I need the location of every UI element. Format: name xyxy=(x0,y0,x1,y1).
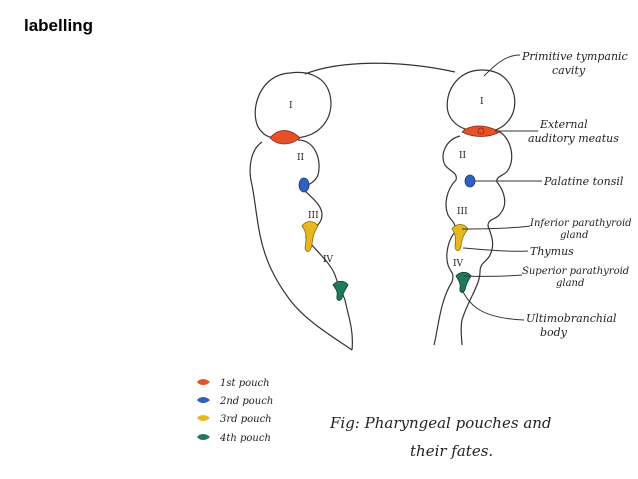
slide-title: labelling xyxy=(24,16,93,35)
caption-line1: Fig: Pharyngeal pouches and xyxy=(329,414,552,432)
legend-label-3: 3rd pouch xyxy=(220,414,272,425)
label-ultimobranchial-line1: Ultimobranchial xyxy=(526,312,617,325)
legend-label-4: 4th pouch xyxy=(219,433,271,444)
right-pouch-2 xyxy=(464,174,476,188)
label-inf-parathyroid-line1: Inferior parathyroid xyxy=(529,218,632,229)
label-external-line1: External xyxy=(539,118,588,131)
left-pouch-3 xyxy=(301,221,319,252)
label-ultimobranchial-line2: body xyxy=(540,326,568,339)
left-outline xyxy=(249,62,456,351)
label-external-line2: auditory meatus xyxy=(528,132,619,145)
arch-numeral-right-4: IV xyxy=(453,259,464,269)
arch-numeral-right-2: II xyxy=(459,151,467,161)
left-pouch-2 xyxy=(298,177,310,193)
label-inf-parathyroid-line2: gland xyxy=(560,230,588,241)
right-pouch-3 xyxy=(451,224,469,251)
right-pouch-4 xyxy=(455,271,472,293)
arch-numeral-left-4: IV xyxy=(323,255,334,265)
label-sup-parathyroid-line2: gland xyxy=(556,278,584,289)
caption-line2: their fates. xyxy=(410,442,493,460)
label-palatine: Palatine tonsil xyxy=(543,175,624,188)
left-pouch-4 xyxy=(332,280,349,301)
legend: 1st pouch 2nd pouch 3rd pouch 4th pouch xyxy=(197,378,273,444)
arch-numeral-left-1: I xyxy=(289,101,293,111)
arch-numeral-right-3: III xyxy=(457,207,468,217)
arch-numeral-left-2: II xyxy=(297,153,305,163)
right-outline xyxy=(433,69,516,346)
legend-swatch-2 xyxy=(197,397,210,403)
right-pouch-1 xyxy=(461,125,501,137)
legend-swatch-3 xyxy=(197,415,210,421)
label-tympanic-line1: Primitive tympanic xyxy=(521,50,628,63)
left-pouch-1 xyxy=(269,130,301,145)
leader-lines xyxy=(461,54,542,321)
legend-swatch-1 xyxy=(197,379,210,385)
label-tympanic-line2: cavity xyxy=(552,64,586,77)
legend-swatch-4 xyxy=(197,434,210,440)
arch-numeral-right-1: I xyxy=(480,97,484,107)
label-thymus: Thymus xyxy=(530,245,574,258)
legend-label-1: 1st pouch xyxy=(220,378,270,389)
arch-numeral-left-3: III xyxy=(308,211,319,221)
legend-label-2: 2nd pouch xyxy=(219,396,273,407)
label-sup-parathyroid-line1: Superior parathyroid xyxy=(522,266,629,277)
